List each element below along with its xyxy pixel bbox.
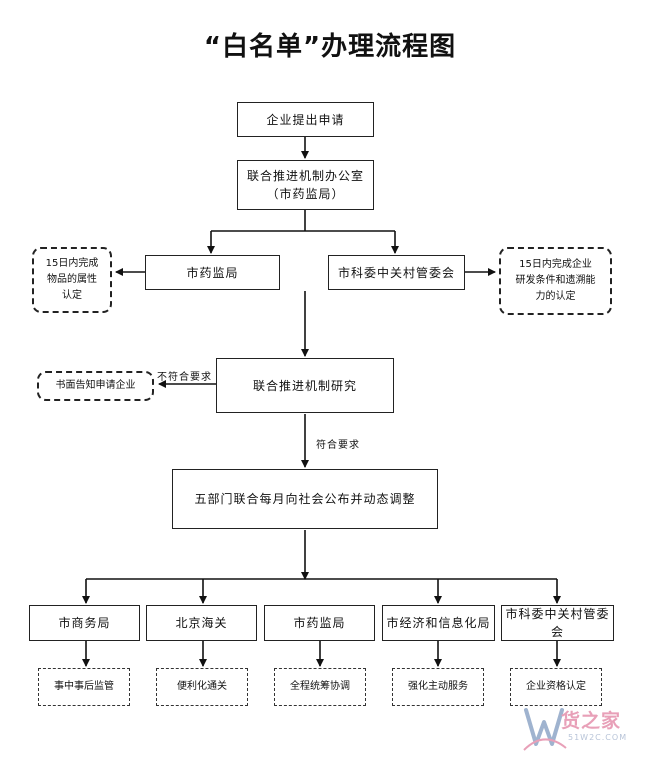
step-zgc: 市科委中关村管委会 xyxy=(328,255,465,290)
service-economy-it: 强化主动服务 xyxy=(392,668,484,706)
step-research-label: 联合推进机制研究 xyxy=(252,378,357,393)
step-apply: 企业提出申请 xyxy=(237,102,374,137)
dept-customs: 北京海关 xyxy=(146,605,257,641)
note-right-line3: 力的认定 xyxy=(535,291,576,302)
note-reject: 书面告知申请企业 xyxy=(37,371,154,401)
dept-commerce: 市商务局 xyxy=(29,605,140,641)
watermark-logo xyxy=(523,708,567,751)
dept-customs-label: 北京海关 xyxy=(175,616,228,630)
step-office-line1: 联合推进机制办公室 xyxy=(246,169,364,183)
note-right: 15日内完成企业 研发条件和遗溯能 力的认定 xyxy=(499,247,612,315)
step-zgc-label: 市科委中关村管委会 xyxy=(337,265,455,280)
note-reject-label: 书面告知申请企业 xyxy=(55,380,136,391)
service-customs-label: 便利化通关 xyxy=(177,681,227,692)
watermark-site: 51W2C.COM xyxy=(568,733,628,742)
note-left-line3: 认定 xyxy=(62,290,82,301)
service-zgc-label: 企业资格认定 xyxy=(526,681,586,692)
page-title: “白名单”办理流程图 xyxy=(203,32,457,62)
service-drug-admin: 全程统筹协调 xyxy=(274,668,366,706)
step-office-line2: （市药监局） xyxy=(266,187,345,201)
note-left: 15日内完成 物品的属性 认定 xyxy=(32,247,112,313)
step-publish-label: 五部门联合每月向社会公布并动态调整 xyxy=(194,492,416,506)
step-research: 联合推进机制研究 xyxy=(216,358,394,413)
dept-zgc-label: 市科委中关村管委会 xyxy=(505,607,610,639)
step-apply-label: 企业提出申请 xyxy=(266,112,345,127)
step-publish: 五部门联合每月向社会公布并动态调整 xyxy=(172,469,438,529)
service-commerce-label: 事中事后监管 xyxy=(54,681,114,692)
service-economy-it-label: 强化主动服务 xyxy=(408,681,468,692)
note-right-line1: 15日内完成企业 xyxy=(519,259,592,270)
dept-zgc: 市科委中关村管委会 xyxy=(501,605,614,641)
service-drug-admin-label: 全程统筹协调 xyxy=(290,681,350,692)
note-right-line2: 研发条件和遗溯能 xyxy=(515,275,596,286)
note-left-line2: 物品的属性 xyxy=(47,274,97,285)
dept-economy-it-label: 市经济和信息化局 xyxy=(386,616,491,630)
service-zgc: 企业资格认定 xyxy=(510,668,602,706)
label-not-met: 不符合要求 xyxy=(157,372,212,383)
dept-economy-it: 市经济和信息化局 xyxy=(382,605,495,641)
dept-drug-admin: 市药监局 xyxy=(264,605,375,641)
note-left-line1: 15日内完成 xyxy=(45,258,99,269)
step-drug-admin: 市药监局 xyxy=(145,255,280,290)
service-commerce: 事中事后监管 xyxy=(38,668,130,706)
service-customs: 便利化通关 xyxy=(156,668,248,706)
step-office: 联合推进机制办公室 （市药监局） xyxy=(237,160,374,210)
watermark-brand: 货之家 xyxy=(561,710,622,732)
step-drug-admin-label: 市药监局 xyxy=(186,265,239,280)
label-met: 符合要求 xyxy=(316,440,360,451)
dept-drug-admin-label: 市药监局 xyxy=(293,616,346,630)
dept-commerce-label: 市商务局 xyxy=(58,616,111,630)
